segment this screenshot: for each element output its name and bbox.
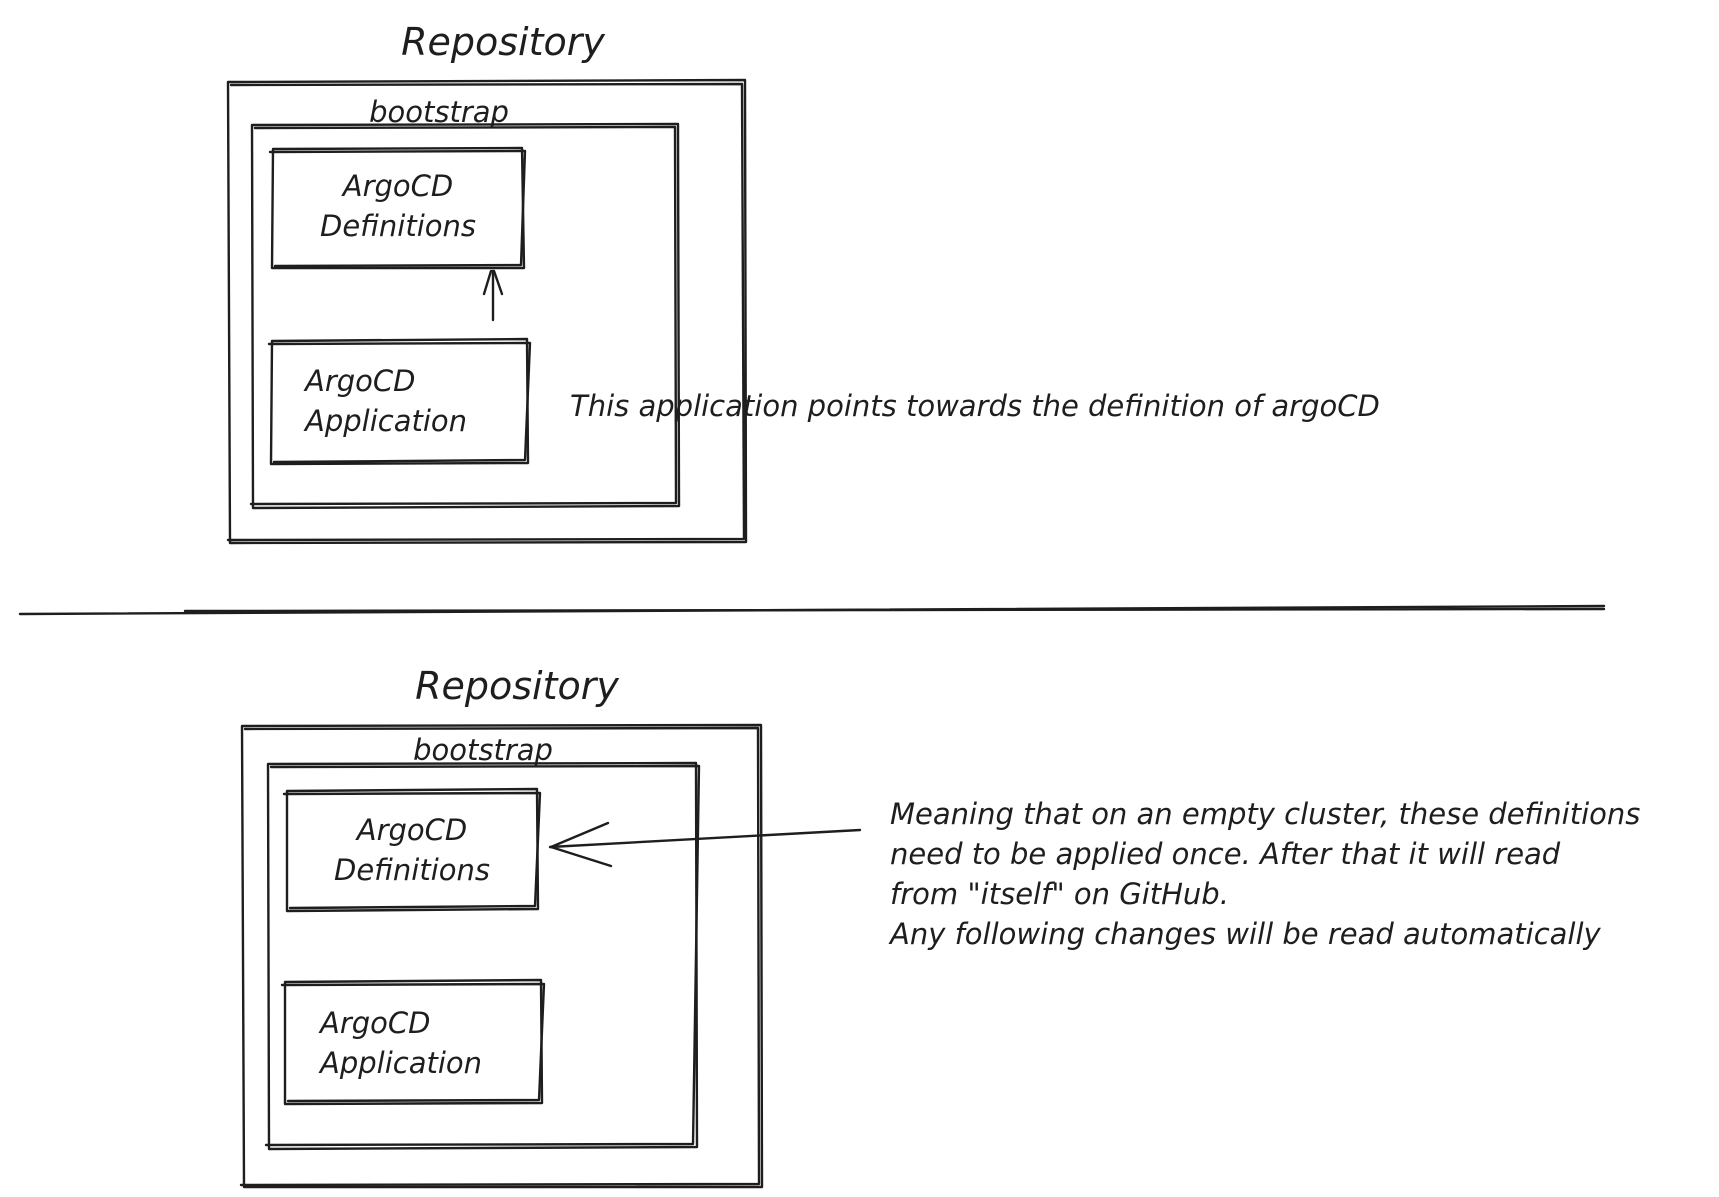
- top-repository-title: Repository: [401, 20, 605, 64]
- bottom-definitions-line-1: ArgoCD: [356, 813, 468, 847]
- bottom-application-line-2: Application: [320, 1046, 483, 1080]
- bottom-bootstrap-box: [264, 761, 701, 1151]
- bottom-definitions-box: [282, 787, 542, 913]
- top-definitions-box: [268, 146, 527, 270]
- top-application-line-1: ArgoCD: [305, 364, 416, 398]
- bottom-repository-title: Repository: [415, 664, 619, 708]
- top-definitions-line-1: ArgoCD: [342, 169, 454, 203]
- bottom-arrow-left: [548, 821, 862, 868]
- top-application-line-2: Application: [305, 404, 468, 438]
- top-note: This application points towards the defi…: [570, 389, 1380, 423]
- section-divider: [18, 604, 1606, 616]
- top-arrow-up: [482, 269, 504, 322]
- bottom-application-box: [280, 978, 546, 1106]
- bottom-note: Meaning that on an empty cluster, these …: [890, 794, 1640, 954]
- bottom-note-line-4: Any following changes will be read autom…: [890, 917, 1601, 951]
- bottom-repository-box: [239, 723, 764, 1189]
- bottom-note-line-1: Meaning that on an empty cluster, these …: [890, 797, 1641, 831]
- top-repository-box: [226, 78, 748, 545]
- bottom-application-line-1: ArgoCD: [320, 1006, 431, 1040]
- top-application-box: [267, 337, 532, 466]
- bottom-definitions-line-2: Definitions: [333, 853, 491, 887]
- bottom-application-label: ArgoCD Application: [320, 1003, 482, 1083]
- top-bootstrap-label: bootstrap: [369, 95, 509, 129]
- top-application-label: ArgoCD Application: [305, 361, 467, 441]
- top-bootstrap-box: [249, 122, 681, 510]
- bottom-note-line-3: from "itself" on GitHub.: [890, 877, 1229, 911]
- top-definitions-label: ArgoCD Definitions: [320, 166, 476, 246]
- bottom-bootstrap-label: bootstrap: [413, 733, 553, 767]
- bottom-definitions-label: ArgoCD Definitions: [334, 810, 490, 890]
- top-definitions-line-2: Definitions: [319, 209, 477, 243]
- bottom-note-line-2: need to be applied once. After that it w…: [890, 837, 1561, 871]
